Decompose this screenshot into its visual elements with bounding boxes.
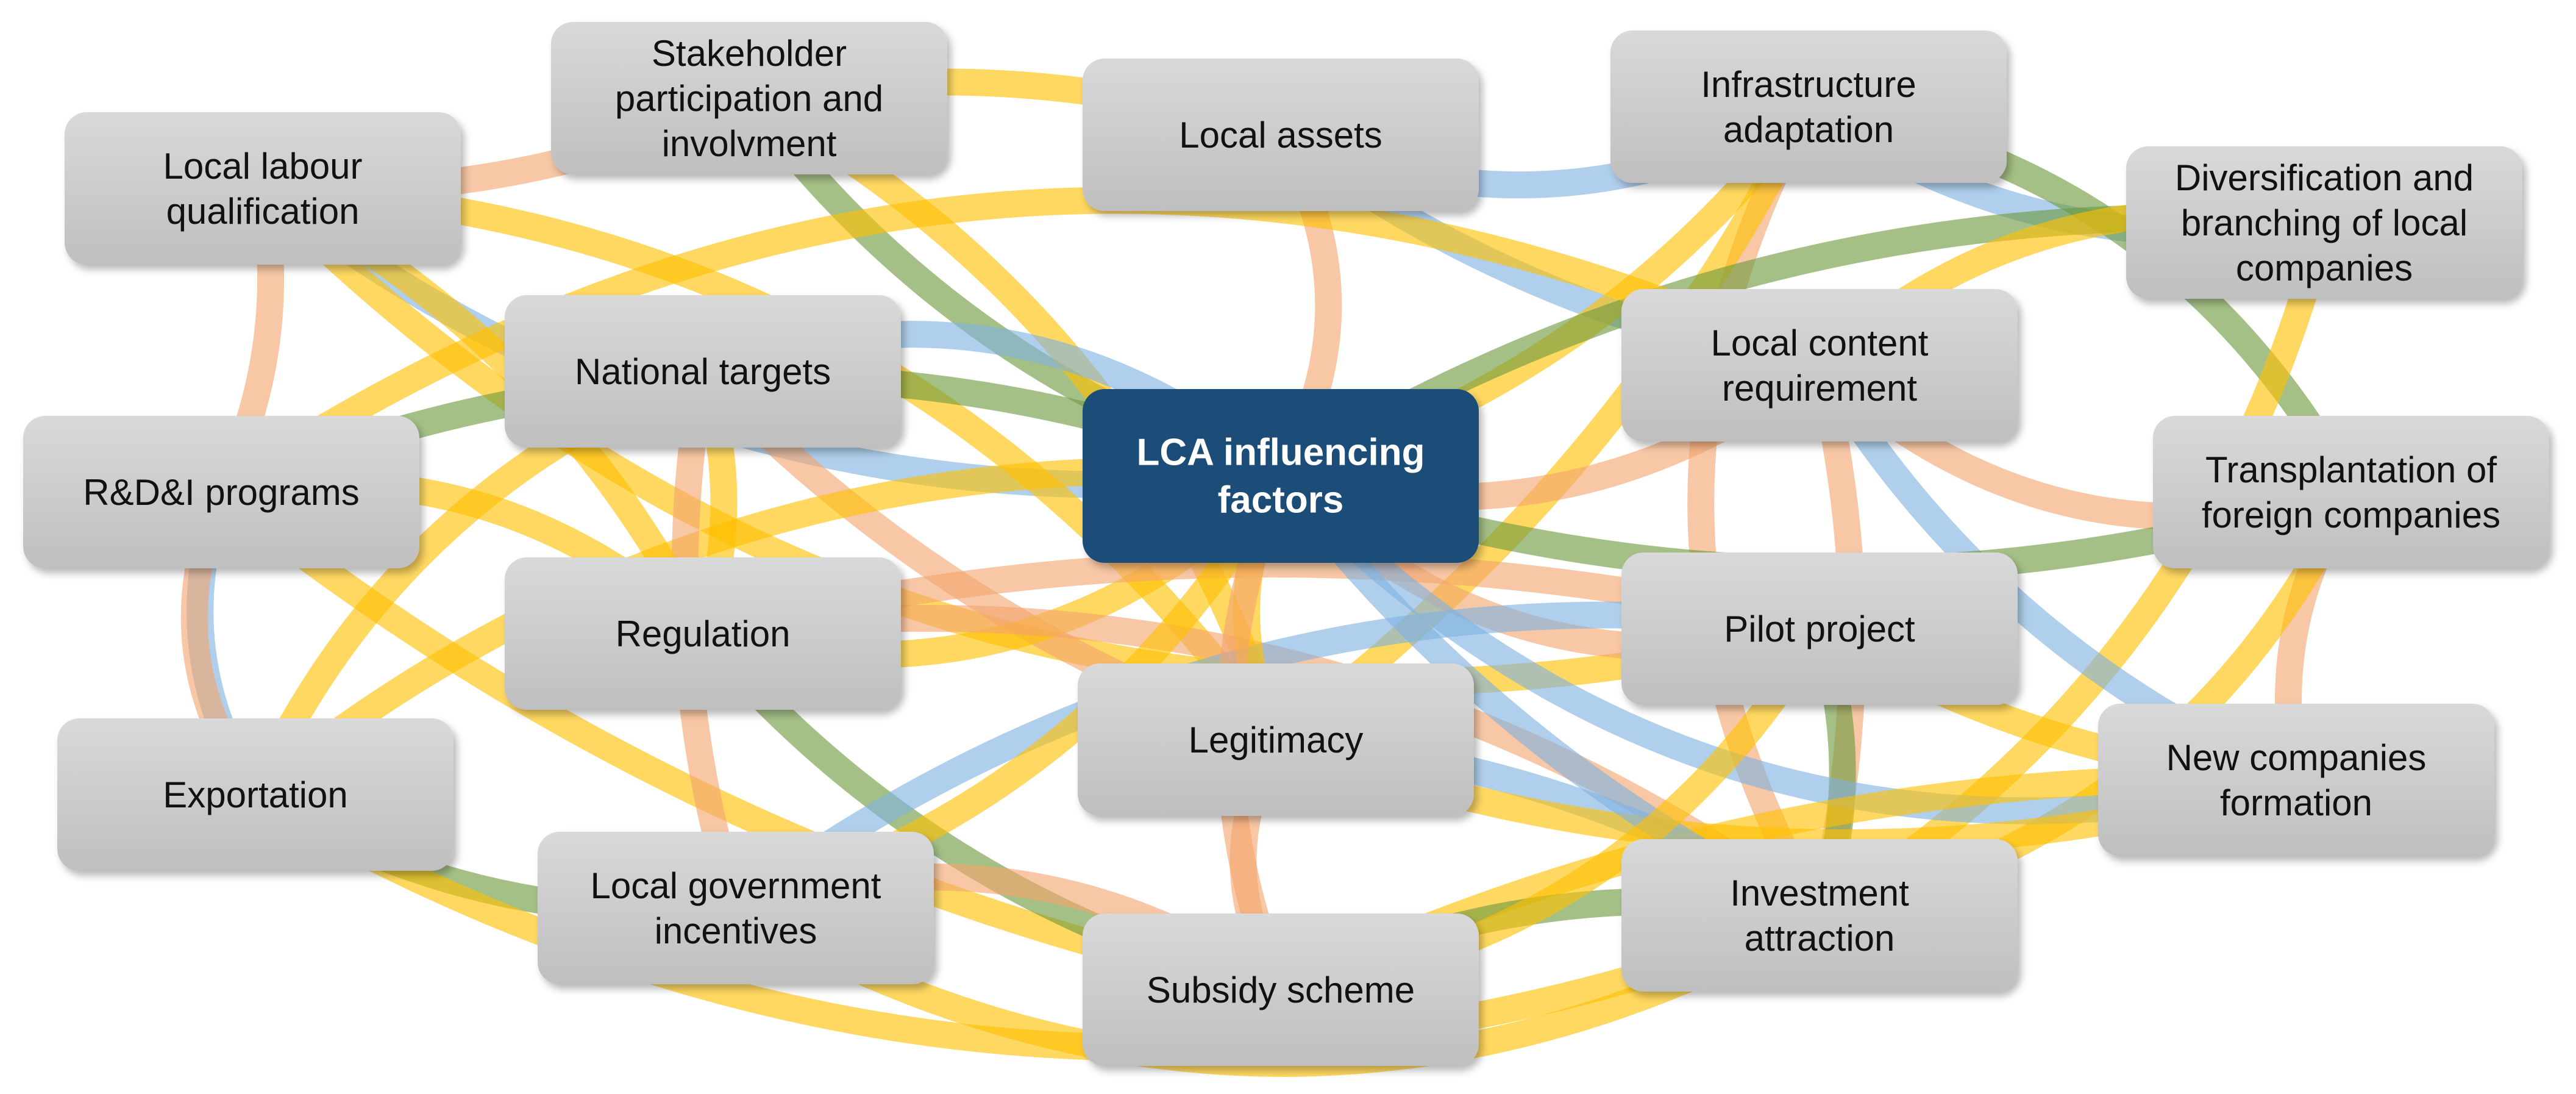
node-pilot: Pilot project (1621, 552, 2018, 705)
node-box-diversification (2126, 146, 2522, 299)
node-label-local-assets: Local assets (1179, 115, 1382, 156)
node-box-local-content (1621, 289, 2018, 442)
node-box-transplantation (2153, 416, 2549, 568)
center-node-box (1083, 389, 1479, 563)
node-box-new-companies (2098, 704, 2494, 856)
node-label-diversification: Diversification and (2175, 157, 2474, 198)
node-box-local-assets (1083, 59, 1479, 211)
node-label-stakeholder: involvment (662, 123, 837, 164)
node-exportation: Exportation (57, 718, 454, 871)
link-rdi-to-local-content (208, 187, 1833, 506)
link-infrastructure-to-legitimacy (1262, 93, 1822, 753)
center-node: LCA influencing factors (1083, 389, 1479, 563)
node-label-local-labour: qualification (166, 191, 360, 232)
node-investment: Investment attraction (1621, 839, 2018, 992)
node-label-investment: Investment (1730, 873, 1909, 913)
node-label-stakeholder: participation and (615, 78, 883, 119)
node-box-stakeholder (551, 22, 947, 174)
node-box-regulation (505, 557, 901, 710)
node-label-diversification: branching of local (2181, 202, 2467, 243)
node-label-infrastructure: adaptation (1723, 109, 1894, 150)
node-box-pilot (1621, 552, 2018, 705)
node-label-infrastructure: Infrastructure (1701, 64, 1916, 105)
node-label-local-content: requirement (1722, 368, 1917, 409)
node-box-subsidy (1083, 913, 1479, 1066)
node-subsidy: Subsidy scheme (1083, 913, 1479, 1066)
node-label-regulation: Regulation (616, 613, 791, 654)
center-label-line: LCA influencing (1137, 432, 1425, 474)
node-label-new-companies: formation (2220, 782, 2372, 823)
node-box-local-labour (65, 112, 461, 265)
node-box-investment (1621, 839, 2018, 992)
node-label-national-targets: National targets (575, 351, 831, 392)
node-label-diversification: companies (2236, 248, 2413, 288)
node-rdi: R&D&I programs (23, 416, 419, 568)
node-label-legitimacy: Legitimacy (1189, 720, 1364, 760)
node-label-local-content: Local content (1711, 323, 1929, 363)
node-label-transplantation: foreign companies (2202, 495, 2500, 535)
link-exportation-to-investment (242, 781, 1833, 1061)
node-label-stakeholder: Stakeholder (652, 33, 847, 74)
node-label-investment: attraction (1745, 918, 1895, 959)
node-label-transplantation: Transplantation of (2205, 449, 2497, 490)
node-label-local-gov: Local government (591, 865, 881, 906)
node-transplantation: Transplantation of foreign companies (2153, 416, 2549, 568)
node-box-legitimacy (1078, 663, 1474, 816)
center-label-line: factors (1218, 479, 1344, 521)
node-box-rdi (23, 416, 419, 568)
node-label-exportation: Exportation (163, 774, 348, 815)
node-national-targets: National targets (505, 295, 901, 448)
node-label-rdi: R&D&I programs (83, 472, 359, 513)
node-label-local-gov: incentives (655, 910, 817, 951)
node-box-local-gov (538, 832, 934, 984)
node-box-infrastructure (1610, 30, 2007, 183)
node-local-content: Local content requirement (1621, 289, 2018, 442)
node-label-local-labour: Local labour (163, 146, 363, 187)
node-legitimacy: Legitimacy (1078, 663, 1474, 816)
node-box-national-targets (505, 295, 901, 448)
node-box-exportation (57, 718, 454, 871)
node-regulation: Regulation (505, 557, 901, 710)
node-local-assets: Local assets (1083, 59, 1479, 211)
node-label-pilot: Pilot project (1724, 609, 1915, 649)
node-label-new-companies: New companies (2166, 737, 2427, 778)
node-label-subsidy: Subsidy scheme (1147, 970, 1415, 1010)
